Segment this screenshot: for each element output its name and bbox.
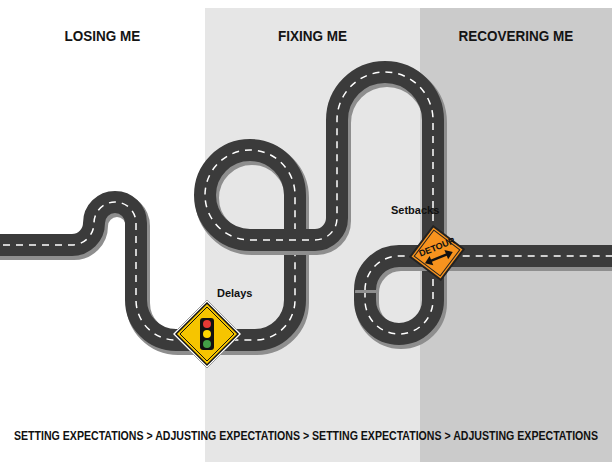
yellow-lamp xyxy=(203,330,211,338)
arrow-shaft xyxy=(430,254,449,261)
sign-face xyxy=(409,225,465,281)
green-lamp xyxy=(203,340,211,348)
sign-shape xyxy=(409,225,465,281)
arrow-head xyxy=(444,247,454,259)
band-heading: LOSING ME xyxy=(10,27,195,44)
band-heading: FIXING ME xyxy=(216,27,410,44)
phase-band: RECOVERING ME xyxy=(420,8,612,462)
expectations-sequence: SETTING EXPECTATIONS > ADJUSTING EXPECTA… xyxy=(14,429,598,443)
sign-outline xyxy=(409,225,465,281)
traffic-light-body xyxy=(200,318,214,350)
detour-sign: DETOUR xyxy=(409,225,465,281)
sign-caption: Setbacks xyxy=(391,204,439,216)
sign-caption: Delays xyxy=(217,287,252,299)
red-lamp xyxy=(203,320,211,328)
band-heading: RECOVERING ME xyxy=(430,27,603,44)
arrow-head xyxy=(423,256,433,268)
